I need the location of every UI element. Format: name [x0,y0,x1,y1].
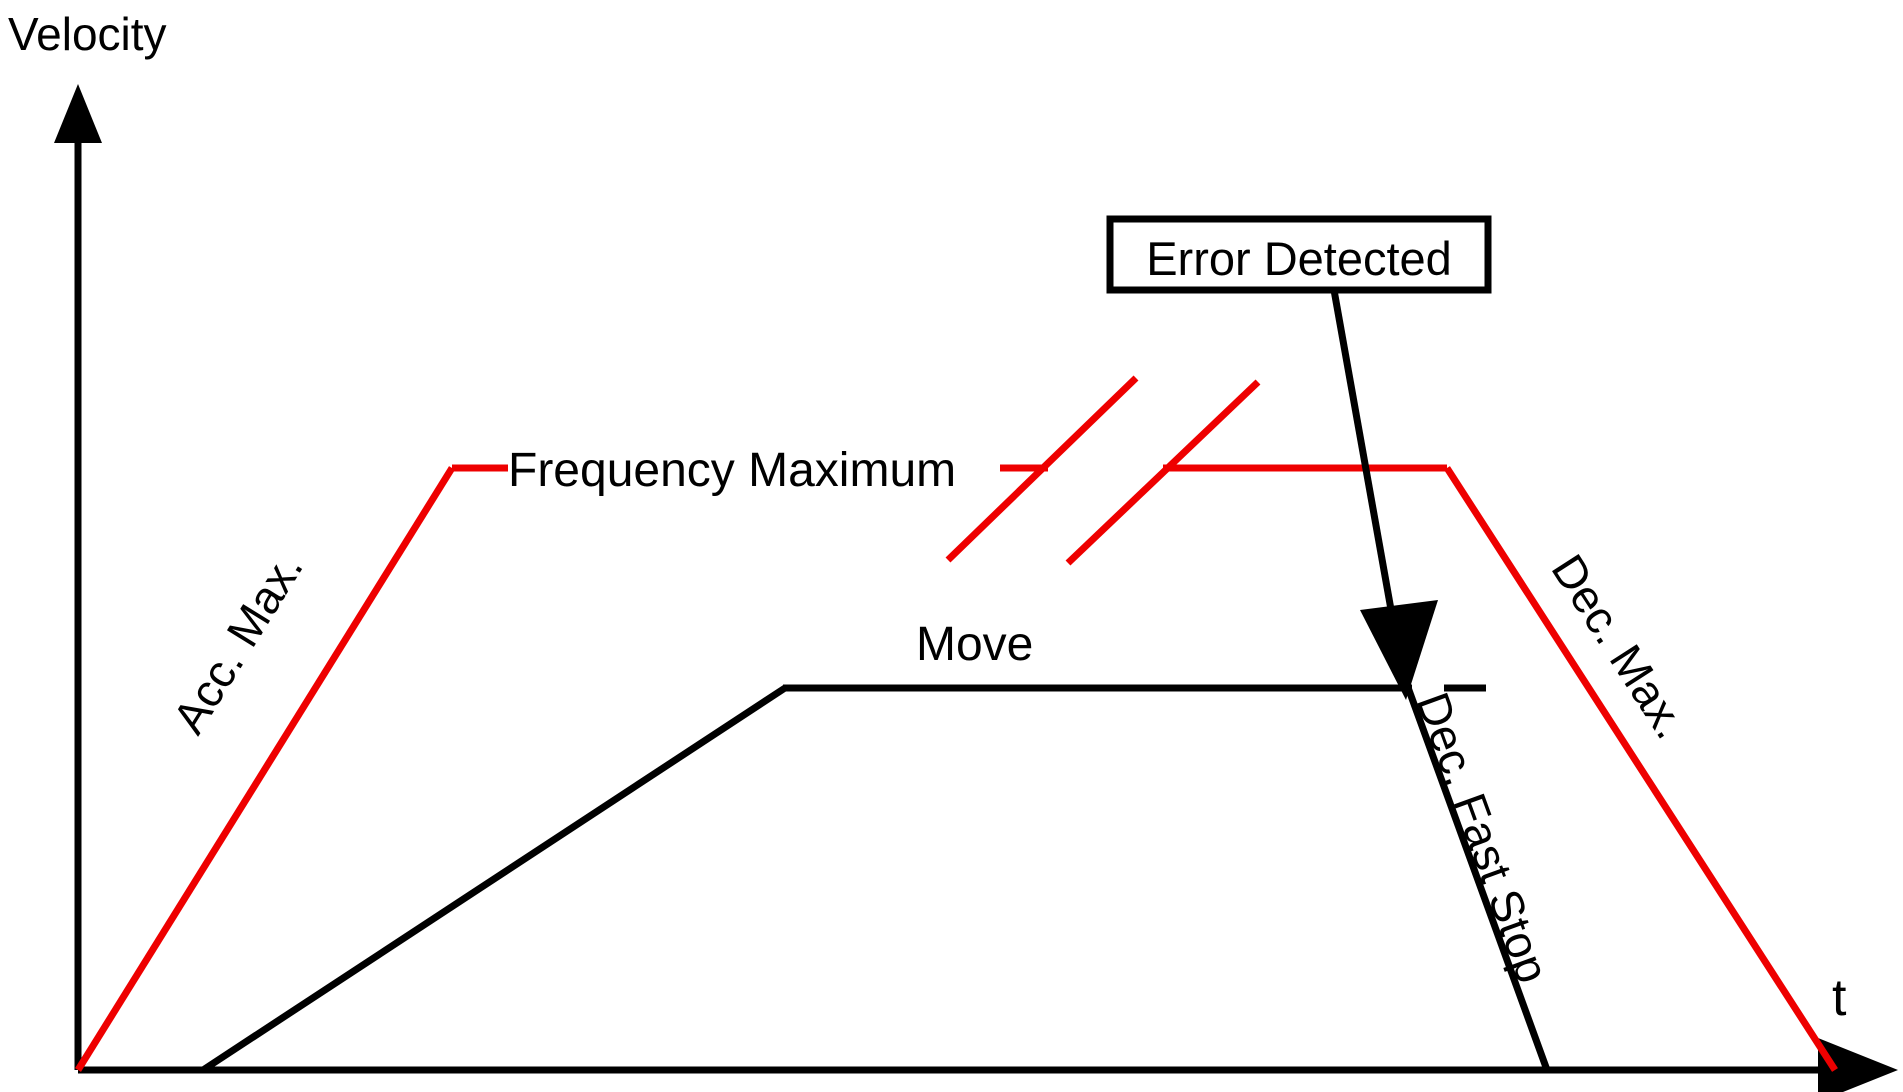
axis-break-marks [945,375,1261,566]
dec-fast-stop-ramp [1394,658,1551,1072]
break-slash-1 [945,375,1139,563]
error-detected-box[interactable] [1106,215,1492,294]
error-detected-arrowhead [1360,600,1438,700]
dec-max-ramp [1444,466,1838,1072]
error-detected-callout[interactable]: Error Detected [1106,215,1492,700]
frequency-maximum-profile [75,464,1838,1072]
move-profile [201,684,1510,1073]
break-slash-2 [1065,379,1261,566]
error-detected-leader-line [1330,289,1404,661]
move-label: Move [916,618,1033,671]
y-axis-label: Velocity [8,8,167,60]
x-axis-arrowhead [1818,1038,1898,1092]
axes-group [54,84,1898,1092]
x-axis-label: t [1832,969,1847,1027]
acc-max-label: Acc. Max. [162,543,313,742]
frequency-maximum-label: Frequency Maximum [508,444,956,497]
error-detected-label: Error Detected [1146,232,1452,285]
move-accel-ramp [201,685,787,1073]
text-labels-group: Velocity t Frequency Maximum Move Acc. M… [8,8,1847,1027]
acc-max-ramp [75,466,455,1072]
dec-fast-stop-profile [1394,658,1551,1072]
dec-fast-stop-label: Dec. Fast Stop [1407,686,1560,990]
y-axis-arrowhead [54,84,102,143]
